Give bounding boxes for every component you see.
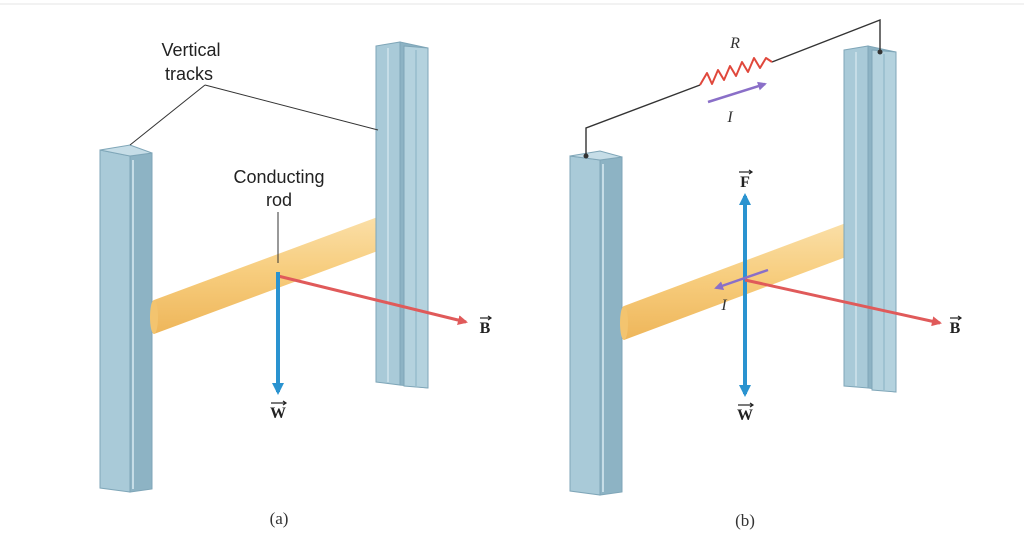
field-symbol-a: B xyxy=(480,320,491,337)
current-arrow-top xyxy=(707,81,767,104)
field-arrow-b xyxy=(744,278,942,327)
rod-label-line1: Conducting xyxy=(233,167,324,187)
weight-symbol-a: W xyxy=(270,405,286,422)
field-symbol-b: B xyxy=(950,320,961,337)
conducting-rod xyxy=(150,208,402,334)
caption-a: (a) xyxy=(270,509,289,528)
tracks-label-line2: tracks xyxy=(165,64,213,84)
wire-contact-right xyxy=(877,49,883,55)
weight-label-a: W xyxy=(270,400,288,422)
current-label-rod: I xyxy=(720,297,727,314)
force-symbol-b: F xyxy=(740,174,750,191)
right-track-b xyxy=(843,45,897,393)
weight-symbol-b: W xyxy=(737,407,753,424)
left-track xyxy=(99,144,153,493)
field-arrow-a xyxy=(277,274,468,325)
tracks-leader-line xyxy=(129,84,206,146)
resistor xyxy=(699,57,773,86)
field-label-b: B xyxy=(950,315,963,337)
current-label-top: I xyxy=(726,109,733,126)
left-track-b xyxy=(569,150,623,496)
force-label-b: F xyxy=(739,169,754,191)
weight-label-b: W xyxy=(737,402,755,424)
wire-contact-left xyxy=(583,153,589,159)
resistor-label: R xyxy=(729,35,740,52)
rod-label-line2: rod xyxy=(266,190,292,210)
current-arrow-rod xyxy=(714,268,769,290)
circuit-wire-left xyxy=(585,84,701,156)
panel-a: Vertical tracks Conducting rod B W (a) xyxy=(99,40,493,528)
tracks-label-line1: Vertical xyxy=(161,40,220,60)
circuit-wire-right xyxy=(771,18,881,63)
right-track xyxy=(375,41,429,389)
field-label-a: B xyxy=(480,315,493,337)
caption-b: (b) xyxy=(735,511,755,530)
tracks-leader-line-right xyxy=(204,84,379,131)
panel-b: R I I F B W (b) xyxy=(569,18,963,530)
